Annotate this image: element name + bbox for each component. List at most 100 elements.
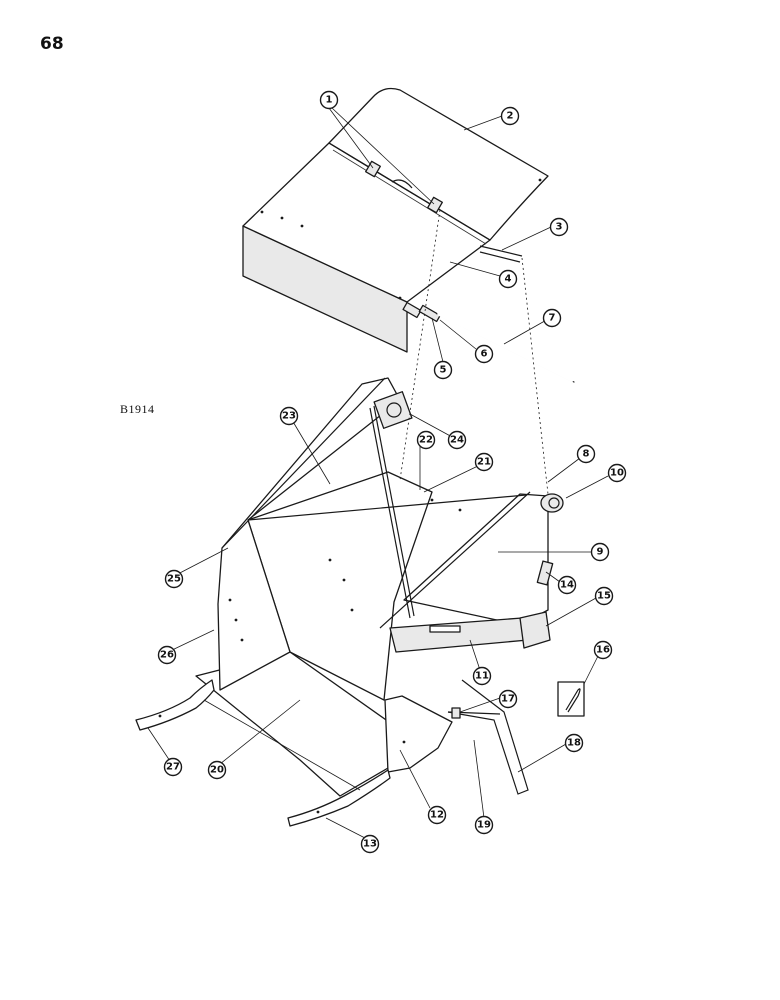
leader-13	[325, 817, 366, 839]
svg-text:27: 27	[166, 762, 180, 773]
svg-text:19: 19	[477, 820, 491, 831]
top-rail-rear	[247, 494, 527, 521]
cotter-pin-part-16	[565, 688, 581, 713]
bolt-hole	[280, 216, 284, 220]
svg-text:9: 9	[597, 547, 604, 558]
svg-text:16: 16	[596, 645, 610, 656]
latch-bracket-right	[427, 196, 443, 214]
callout-12: 12	[427, 805, 447, 825]
long-shaft-part-7-highlight	[437, 312, 574, 382]
leader-3	[501, 226, 552, 251]
leader-20b	[203, 699, 361, 791]
svg-text:12: 12	[430, 810, 444, 821]
svg-text:10: 10	[610, 468, 624, 479]
svg-text:11: 11	[475, 671, 489, 682]
bolt-hole	[430, 498, 434, 502]
bolt-hole	[328, 558, 332, 562]
svg-text:25: 25	[167, 574, 181, 585]
svg-text:20: 20	[210, 765, 224, 776]
diagonal-brace-part-21	[369, 407, 411, 619]
bolt-hole	[350, 608, 354, 612]
bearing-block-part-24	[373, 391, 413, 429]
callout-4: 4	[498, 269, 518, 289]
svg-text:26: 26	[160, 650, 174, 661]
svg-text:8: 8	[583, 449, 590, 460]
leader-1a	[328, 107, 374, 169]
leader-12	[399, 749, 431, 809]
leader-1b	[331, 107, 435, 205]
svg-text:24: 24	[450, 435, 464, 446]
bolt-hole	[316, 810, 320, 814]
callout-15: 15	[594, 586, 614, 606]
page-number: 68	[40, 34, 64, 54]
callout-17: 17	[498, 689, 518, 709]
upper-cover-assembly	[242, 87, 575, 383]
callout-2: 2	[500, 106, 520, 126]
bolt-hole	[402, 740, 406, 744]
leader-7	[503, 317, 551, 345]
callout-21: 21	[474, 452, 494, 472]
diagonal-brace-part-22	[373, 405, 415, 617]
svg-text:17: 17	[501, 694, 515, 705]
bearing-part-10-face	[548, 497, 560, 509]
leader-5	[431, 317, 444, 363]
bearing-part-10	[540, 493, 564, 513]
latch-bracket-left	[365, 160, 381, 178]
callout-6: 6	[474, 344, 494, 364]
callout-25: 25	[164, 569, 184, 589]
callout-18: 18	[564, 733, 584, 753]
svg-text:21: 21	[477, 457, 491, 468]
support-rod-part-3	[479, 245, 523, 257]
hinge-line-inner	[332, 149, 487, 245]
leader-27	[147, 727, 173, 765]
svg-text:22: 22	[419, 435, 433, 446]
svg-text:2: 2	[507, 111, 514, 122]
bolt-hole	[398, 296, 402, 300]
figure-code: B1914	[120, 402, 155, 416]
skid-rail-part-27	[135, 679, 215, 731]
hinge-line	[328, 142, 491, 241]
hinge-pin-part-5	[402, 301, 422, 319]
top-rail-right	[379, 491, 531, 629]
inset-box	[557, 681, 585, 717]
callout-16: 16	[593, 640, 613, 660]
callout-8: 8	[576, 444, 596, 464]
leader-17	[459, 697, 501, 713]
callout-26: 26	[157, 645, 177, 665]
callout-22: 22	[416, 430, 436, 450]
svg-text:3: 3	[556, 222, 563, 233]
callout-27: 27	[163, 757, 183, 777]
callout-14: 14	[557, 575, 577, 595]
pin-part-17	[451, 707, 461, 719]
cover-handle	[391, 179, 413, 189]
bolt-hole	[234, 618, 238, 622]
leader-15	[545, 597, 597, 627]
curved-panel-part-2	[328, 87, 549, 241]
bolt-hole	[240, 638, 244, 642]
support-stand-part-18	[447, 679, 529, 795]
bolt-hole	[300, 224, 304, 228]
callout-13: 13	[360, 834, 380, 854]
skid-rail-part-13	[287, 769, 391, 827]
angle-bracket-part-15	[519, 611, 551, 649]
leader-25	[173, 547, 229, 577]
hinge-sleeve-part-6	[418, 304, 441, 323]
cotter-pin-inset	[557, 681, 585, 717]
right-end-panel-part-9	[403, 493, 549, 626]
callout-10: 10	[607, 463, 627, 483]
svg-text:15: 15	[597, 591, 611, 602]
leader-21	[423, 463, 483, 493]
support-rod-part-3-lower	[479, 251, 521, 263]
svg-text:18: 18	[567, 738, 581, 749]
leader-2	[463, 115, 503, 131]
svg-text:23: 23	[282, 411, 296, 422]
dashed-alignment	[399, 209, 441, 481]
callout-19: 19	[474, 815, 494, 835]
callout-3: 3	[549, 217, 569, 237]
lower-front-panel-part-12	[384, 695, 453, 773]
leader-10	[565, 475, 609, 499]
callout-20: 20	[207, 760, 227, 780]
leader-24	[409, 413, 455, 439]
callout-bubbles: 1 2 3 4 5 6 7 8 9 10 11 12 13 14 15 16 1…	[157, 90, 627, 854]
